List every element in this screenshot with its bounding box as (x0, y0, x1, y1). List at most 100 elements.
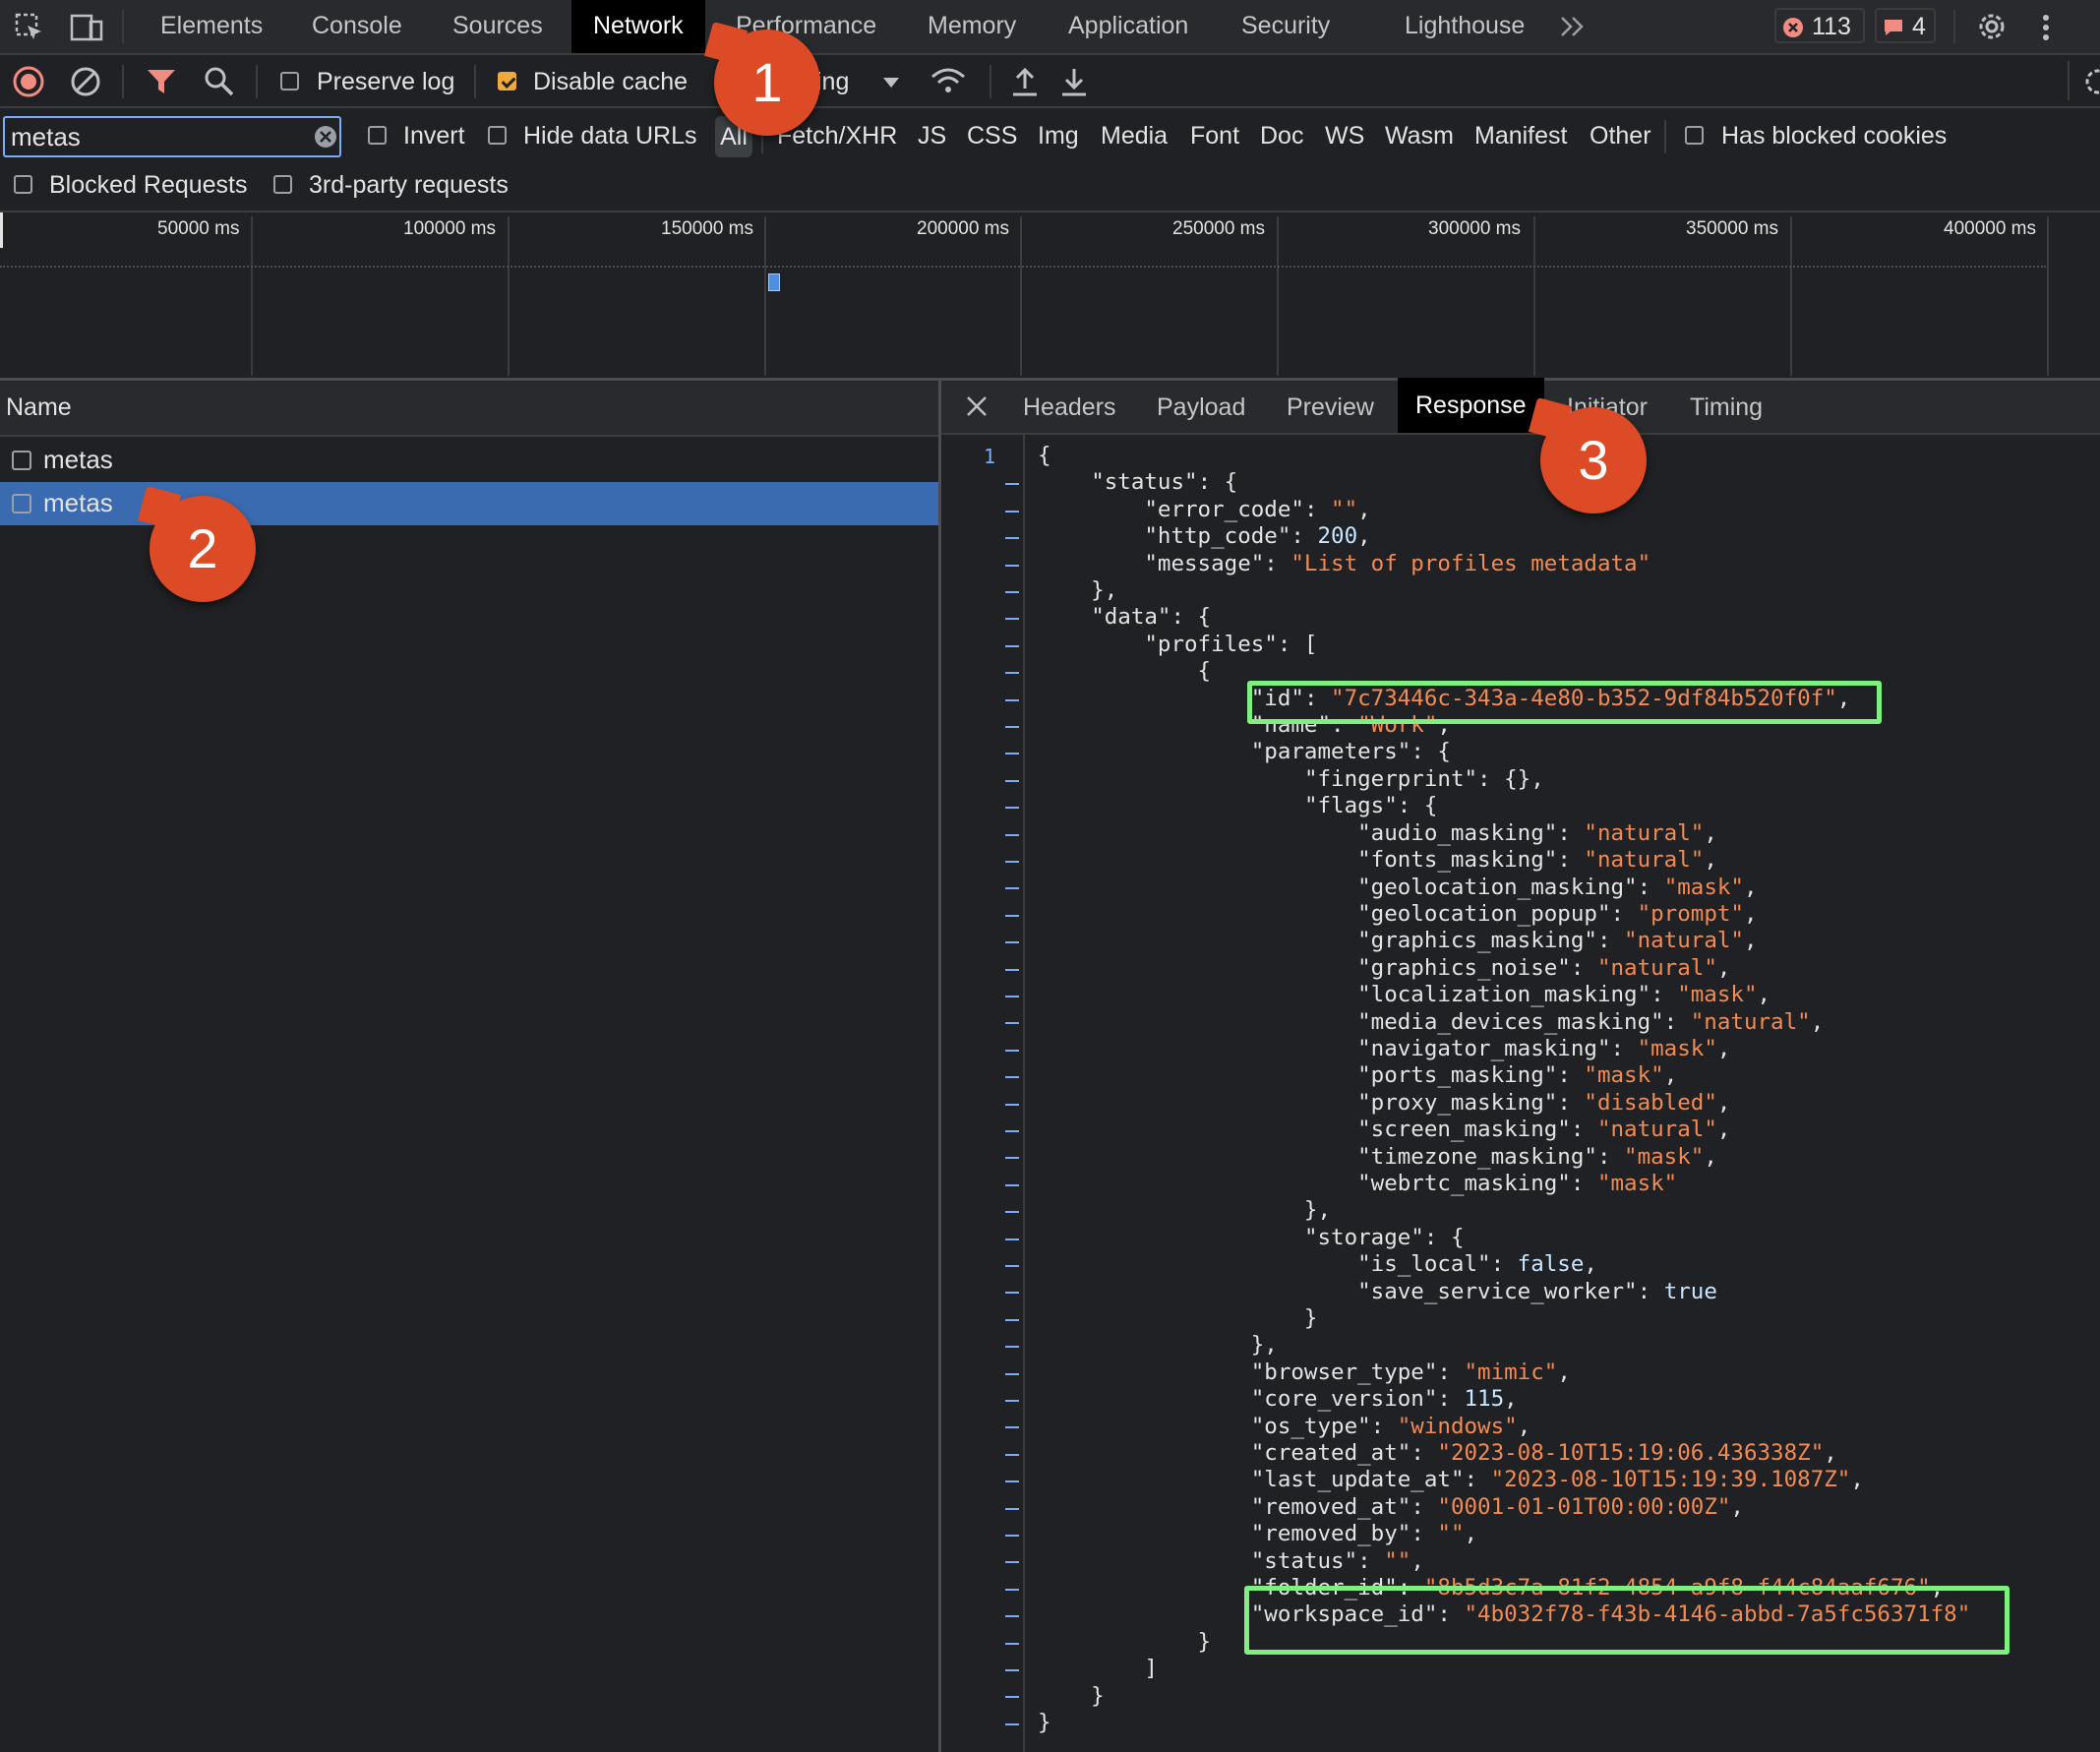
invert-checkbox[interactable] (368, 126, 387, 145)
response-body[interactable]: { "status": { "error_code": "", "http_co… (1038, 443, 1970, 1737)
tab-elements[interactable]: Elements (160, 12, 264, 39)
highlight-ids-box (1244, 1586, 2010, 1655)
network-conditions-icon[interactable] (929, 65, 968, 98)
error-count: 113 (1812, 13, 1851, 40)
type-filter-media[interactable]: Media (1101, 122, 1169, 150)
gutter-marker (1005, 779, 1019, 782)
gutter-marker (1005, 618, 1019, 621)
gutter-marker (1005, 1669, 1019, 1671)
timeline-overview[interactable] (0, 212, 2100, 378)
timeline-tick-label: 200000 ms (917, 218, 1010, 239)
tab-payload[interactable]: Payload (1157, 393, 1246, 421)
response-line: }, (1038, 1332, 1278, 1359)
tab-headers[interactable]: Headers (1023, 393, 1116, 421)
type-filter-css[interactable]: CSS (967, 122, 1018, 150)
response-line: "name": "Work", (1250, 712, 1451, 739)
blocked-requests-checkbox[interactable] (14, 175, 32, 194)
gutter-marker (1005, 1426, 1019, 1429)
tab-lighthouse[interactable]: Lighthouse (1405, 12, 1526, 39)
response-line: "proxy_masking": "disabled", (1357, 1089, 1731, 1116)
inspect-element-icon[interactable] (14, 12, 45, 43)
request-row[interactable]: metas (0, 439, 938, 482)
tab-preview[interactable]: Preview (1287, 393, 1374, 421)
response-line: "fingerprint": {}, (1303, 765, 1544, 792)
chevron-down-icon[interactable] (881, 75, 901, 91)
request-list (0, 381, 938, 1752)
clear-filter-icon[interactable] (314, 125, 337, 149)
export-har-icon[interactable] (1058, 65, 1090, 98)
errors-badge[interactable]: 113 (1774, 8, 1865, 43)
response-line: "browser_type": "mimic", (1250, 1359, 1571, 1385)
type-filter-manifest[interactable]: Manifest (1474, 122, 1568, 150)
hide-data-urls-checkbox[interactable] (488, 126, 507, 145)
row-checkbox[interactable] (12, 494, 31, 514)
tab-memory[interactable]: Memory (928, 12, 1017, 39)
more-options-icon[interactable] (2036, 12, 2056, 43)
settings-gear-icon[interactable] (1975, 10, 2009, 43)
type-filter-other[interactable]: Other (1590, 122, 1651, 150)
disable-cache-checkbox[interactable] (498, 72, 516, 91)
response-line: } (1038, 1305, 1318, 1331)
panel-divider[interactable] (938, 381, 941, 1752)
preserve-log-checkbox[interactable] (280, 72, 299, 91)
response-line: "graphics_noise": "natural", (1357, 954, 1731, 981)
clear-icon[interactable] (69, 65, 102, 98)
invert-label: Invert (403, 122, 465, 150)
network-settings-gear-icon[interactable] (2081, 65, 2100, 98)
gutter-marker (1005, 1049, 1019, 1052)
gutter-divider (1023, 435, 1025, 1752)
tab-timing[interactable]: Timing (1690, 393, 1764, 421)
type-filter-js[interactable]: JS (918, 122, 947, 150)
close-icon[interactable] (964, 393, 990, 419)
gutter-marker (1005, 1346, 1019, 1349)
type-filter-ws[interactable]: WS (1325, 122, 1365, 150)
response-line: "is_local": false, (1357, 1251, 1597, 1278)
gutter-marker (1005, 1292, 1019, 1295)
divider (990, 65, 991, 98)
tab-sources[interactable]: Sources (452, 12, 543, 39)
type-filter-font[interactable]: Font (1190, 122, 1240, 150)
gutter-marker (1005, 1561, 1019, 1564)
third-party-requests-checkbox[interactable] (273, 175, 292, 194)
filter-funnel-icon[interactable] (146, 67, 177, 96)
tab-application[interactable]: Application (1068, 12, 1189, 39)
search-icon[interactable] (203, 65, 236, 98)
gutter-marker (1005, 483, 1019, 486)
name-column-header[interactable]: Name (6, 393, 72, 421)
gutter-marker (1005, 564, 1019, 567)
tab-console[interactable]: Console (312, 12, 402, 39)
response-line: } (1038, 1682, 1105, 1709)
divider (256, 65, 258, 98)
tab-network[interactable]: Network (571, 0, 705, 53)
gutter-marker (1005, 1642, 1019, 1645)
response-line: "last_update_at": "2023-08-10T15:19:39.1… (1250, 1467, 1864, 1493)
record-stop-icon[interactable] (12, 65, 45, 98)
callout-number: 2 (187, 517, 218, 579)
timeline-gridline (764, 216, 766, 376)
has-blocked-cookies-checkbox[interactable] (1685, 126, 1704, 145)
device-toolbar-icon[interactable] (69, 12, 104, 43)
warnings-badge[interactable]: 4 (1875, 8, 1936, 43)
tab-security[interactable]: Security (1241, 12, 1331, 39)
divider (941, 433, 2100, 435)
response-line: "geolocation_masking": "mask", (1357, 874, 1758, 900)
gutter-marker (1005, 1507, 1019, 1510)
type-filter-doc[interactable]: Doc (1260, 122, 1304, 150)
response-line: "os_type": "windows", (1250, 1413, 1531, 1439)
gutter-marker (1005, 941, 1019, 944)
filter-input[interactable] (11, 122, 306, 151)
more-tabs-chevron-icon[interactable] (1558, 14, 1588, 39)
type-filter-fetch-xhr[interactable]: Fetch/XHR (777, 122, 898, 150)
response-line: } (1038, 1628, 1212, 1655)
callout-badge-1: 1 (703, 21, 820, 136)
row-checkbox[interactable] (12, 451, 31, 470)
type-filter-wasm[interactable]: Wasm (1385, 122, 1454, 150)
throttling-select[interactable]: ing (816, 68, 850, 95)
type-filter-img[interactable]: Img (1038, 122, 1079, 150)
gutter-marker (1005, 1157, 1019, 1160)
import-har-icon[interactable] (1009, 65, 1041, 98)
timeline-gridline (508, 216, 510, 376)
filter-field[interactable] (3, 116, 341, 157)
gutter-marker (1005, 1722, 1019, 1725)
tab-response[interactable]: Response (1398, 378, 1544, 433)
